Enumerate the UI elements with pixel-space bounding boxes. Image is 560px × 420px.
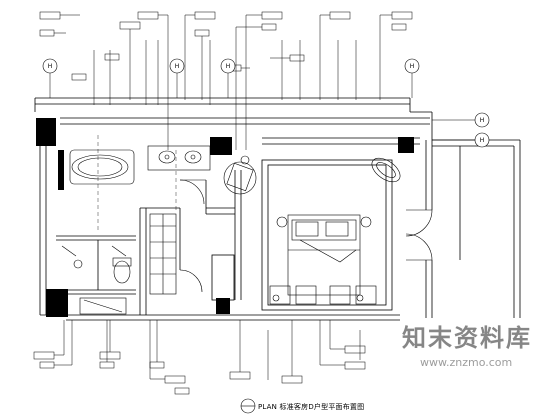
walls: [34, 97, 521, 321]
drawing-title: PLAN 标准客房D户型平面布置图: [258, 403, 365, 411]
grid-label-right-1: H: [480, 117, 485, 124]
grid-label-right-2: H: [480, 137, 485, 144]
columns: [36, 118, 414, 317]
leader-tags: [33, 11, 413, 395]
watermark-url: www.znzmo.com: [420, 356, 513, 369]
title-symbol: [240, 398, 256, 414]
grid-label-top-2: H: [175, 63, 180, 70]
grid-bubbles: [42, 58, 490, 148]
fixtures: [61, 145, 433, 315]
grid-bubble-labels: H H H H H H: [48, 63, 485, 144]
grid-label-top-1: H: [48, 63, 53, 70]
grid-label-top-4: H: [410, 63, 415, 70]
watermark-brand: 知末资料库: [402, 324, 532, 352]
grid-label-top-3: H: [226, 63, 231, 70]
grid-axis-lines: [49, 73, 475, 141]
